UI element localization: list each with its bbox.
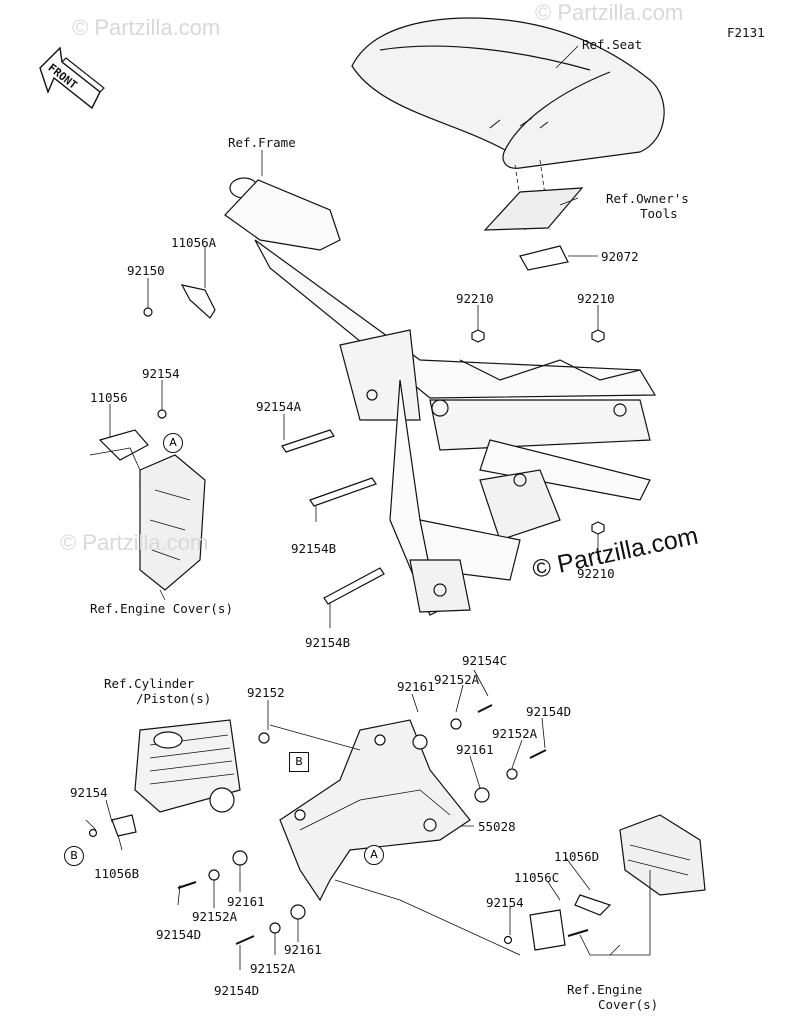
part-number: 55028	[478, 819, 516, 834]
part-number: 92154	[486, 895, 524, 910]
part-number: 92154	[70, 785, 108, 800]
part-number: 92152A	[492, 726, 538, 741]
watermark: © Partzilla.com	[72, 15, 221, 40]
engine-cover-lower	[503, 814, 706, 956]
part-number: 92154D	[214, 983, 260, 998]
small-fasteners	[177, 704, 547, 945]
part-number: 92154D	[156, 927, 202, 942]
part-number: 92154D	[526, 704, 572, 719]
part-number: 92154B	[305, 635, 351, 650]
part-number: 11056C	[514, 870, 560, 885]
bolts	[157, 409, 385, 605]
part-number: 11056B	[94, 866, 140, 881]
ref-cylinder-1: Ref.Cylinder	[104, 676, 195, 691]
ref-seat: Ref.Seat	[582, 37, 643, 52]
front-arrow-icon	[39, 46, 105, 110]
bracket-11056B	[88, 814, 137, 838]
part-number: 92161	[284, 942, 322, 957]
part-number: 92210	[456, 291, 494, 306]
nuts-92210	[471, 329, 605, 535]
part-number: 92161	[227, 894, 265, 909]
part-number: 11056	[90, 390, 128, 405]
ref-engine-cover-lower-2: Cover(s)	[598, 997, 659, 1012]
cover-55028	[269, 719, 521, 956]
watermark: © Partzilla.com	[60, 530, 209, 555]
part-number: 92210	[577, 291, 615, 306]
ref-engine-cover-upper: Ref.Engine Cover(s)	[90, 601, 233, 616]
ref-owners-tools-1: Ref.Owner's	[606, 191, 689, 206]
ref-engine-cover-lower-1: Ref.Engine	[567, 982, 643, 997]
part-number: 92072	[601, 249, 639, 264]
engine-cover-upper	[89, 429, 206, 601]
part-number: 92161	[456, 742, 494, 757]
leader-lines	[85, 45, 621, 970]
part-number: 92154	[142, 366, 180, 381]
ref-owners-tools-2: Tools	[640, 206, 678, 221]
part-number: 92210	[577, 566, 615, 581]
part-number: 11056A	[171, 235, 217, 250]
part-number: 92152	[247, 685, 285, 700]
ref-frame: Ref.Frame	[228, 135, 296, 150]
callout-a: A	[163, 433, 183, 453]
part-number: 92154C	[462, 653, 508, 668]
bracket-11056A	[143, 284, 216, 319]
callout-a: A	[364, 845, 384, 865]
part-number: 92150	[127, 263, 165, 278]
callout-b: B	[64, 846, 84, 866]
cylinder	[134, 719, 241, 813]
part-number: 92152A	[250, 961, 296, 976]
figure-code: F2131	[727, 25, 765, 40]
ref-cylinder-2: /Piston(s)	[136, 691, 212, 706]
callout-b: B	[289, 752, 309, 772]
part-number: 92152A	[192, 909, 238, 924]
part-number: 92161	[397, 679, 435, 694]
owners-tools	[483, 187, 584, 271]
part-number: 92152A	[434, 672, 480, 687]
part-number: 92154A	[256, 399, 302, 414]
part-number: 11056D	[554, 849, 600, 864]
watermark: © Partzilla.com	[535, 0, 684, 25]
part-number: 92154B	[291, 541, 337, 556]
frame	[224, 177, 657, 616]
